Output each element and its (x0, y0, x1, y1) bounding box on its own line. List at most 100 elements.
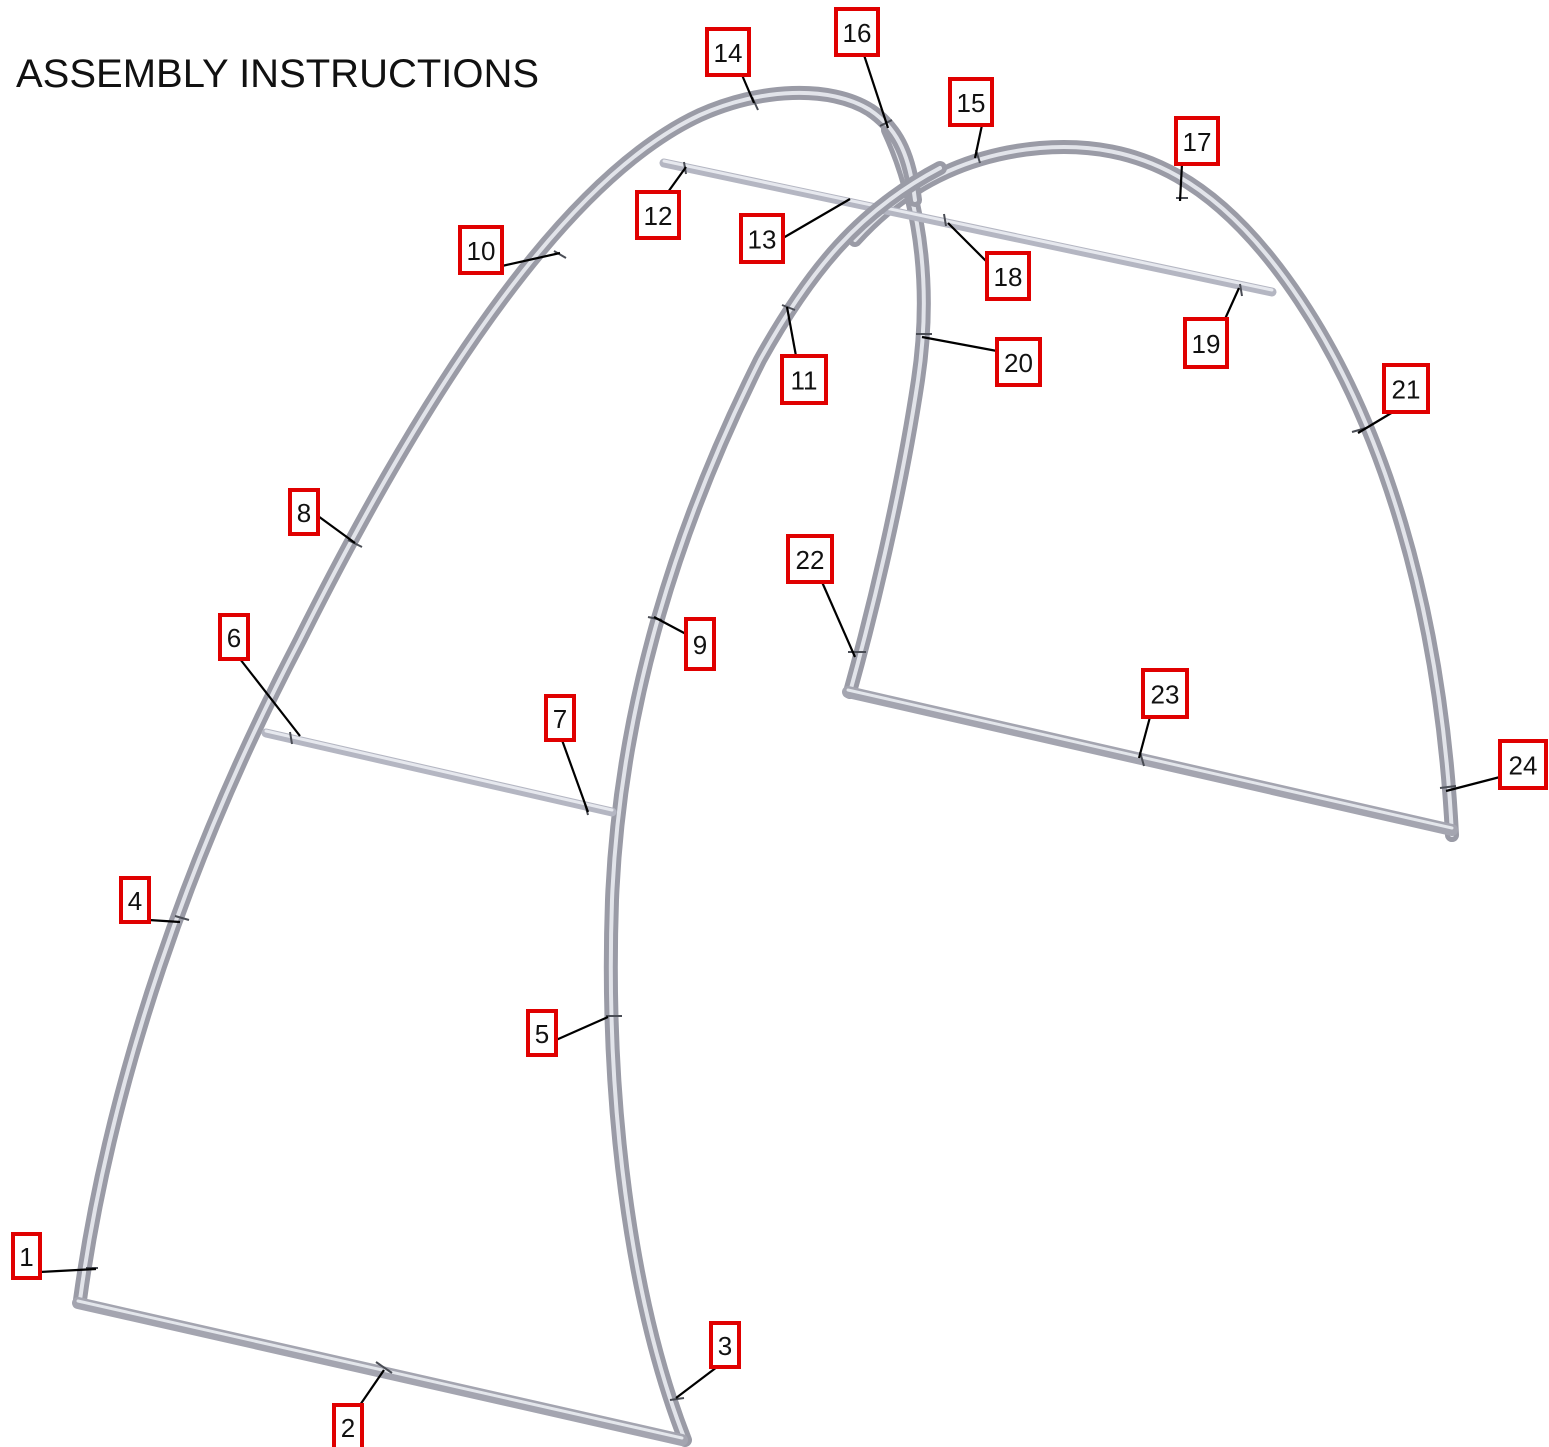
callout-box (1183, 317, 1229, 369)
callout-leader-22 (820, 581, 857, 658)
callout-2: 2 (332, 1403, 364, 1447)
callout-leader-10 (501, 251, 561, 268)
callout-leader-7 (560, 739, 590, 813)
callout-leader-6 (239, 658, 301, 737)
callout-leader-17 (1178, 163, 1184, 202)
joint-mark (669, 1397, 685, 1401)
joint-mark (174, 915, 190, 921)
callout-leader-20 (921, 335, 998, 353)
front-base-rail-highlight (76, 1299, 684, 1440)
middle-arch-highlight (608, 166, 942, 1442)
callout-label: 20 (1004, 348, 1033, 378)
callout-label: 2 (341, 1413, 355, 1443)
callout-leader-15 (973, 124, 984, 159)
callout-box (11, 1232, 42, 1280)
joint-mark (943, 213, 947, 227)
callout-1: 1 (11, 1232, 42, 1280)
callout-24: 24 (1498, 739, 1548, 790)
callout-label: 21 (1392, 375, 1421, 405)
frame-tubes (72, 85, 1459, 1447)
callout-leader-4 (148, 918, 181, 924)
callout-leader-23 (1137, 716, 1152, 759)
callout-13: 13 (739, 213, 785, 264)
front-arch-highlight (78, 90, 917, 1302)
callout-box (218, 613, 250, 661)
lower-cross-rail (261, 728, 617, 817)
callout-leader-8 (317, 515, 356, 544)
callout-leader-1 (39, 1267, 97, 1274)
callout-label: 17 (1183, 127, 1212, 157)
callout-box (458, 225, 504, 275)
callout-box (1141, 668, 1189, 719)
callout-label: 7 (553, 704, 567, 734)
upper-cross-rail-highlight (662, 159, 1274, 292)
middle-arch (603, 161, 947, 1447)
page-title: ASSEMBLY INSTRUCTIONS (16, 52, 540, 96)
back-arch-right-leg (848, 140, 1459, 842)
joint-mark (781, 304, 796, 311)
back-base-rail-highlight (846, 688, 1454, 830)
callout-16: 16 (834, 7, 880, 57)
callout-label: 1 (19, 1242, 33, 1272)
front-base-rail (72, 1297, 688, 1446)
callout-label: 8 (297, 498, 311, 528)
callout-label: 23 (1151, 680, 1180, 710)
joint-mark (553, 250, 567, 259)
callout-21: 21 (1382, 363, 1430, 414)
callout-box (948, 77, 994, 127)
joint-mark (1239, 283, 1243, 297)
callout-box (709, 1321, 741, 1369)
lower-cross-rail-highlight (264, 729, 614, 812)
callout-box (834, 7, 880, 57)
callout-label: 10 (467, 236, 496, 266)
callout-box (288, 488, 320, 536)
callout-label: 3 (718, 1331, 732, 1361)
callout-box (332, 1403, 364, 1447)
callout-7: 7 (544, 694, 576, 742)
callout-label: 9 (693, 630, 707, 660)
callout-box (739, 213, 785, 264)
back-arch-right-leg-highlight (853, 145, 1454, 837)
callout-box (1498, 739, 1548, 790)
callout-leader-14 (740, 74, 756, 104)
callout-box (544, 694, 576, 742)
callout-box (780, 354, 828, 405)
callout-9: 9 (684, 617, 716, 671)
callout-4: 4 (119, 876, 151, 924)
callout-box (1382, 363, 1430, 414)
callout-5: 5 (526, 1009, 558, 1057)
callout-box (684, 617, 716, 671)
callout-box (995, 337, 1042, 387)
callout-14: 14 (705, 27, 751, 77)
callout-label: 4 (128, 886, 142, 916)
callout-leader-13 (782, 198, 851, 239)
callout-label: 19 (1192, 329, 1221, 359)
callout-leader-3 (675, 1366, 718, 1399)
callout-17: 17 (1174, 116, 1220, 166)
callout-leader-24 (1445, 775, 1501, 793)
callout-label: 5 (535, 1019, 549, 1049)
callout-box (985, 251, 1031, 301)
callout-label: 6 (227, 623, 241, 653)
callout-label: 24 (1509, 751, 1538, 781)
back-base-rail (842, 686, 1458, 836)
callout-23: 23 (1141, 668, 1189, 719)
callout-19: 19 (1183, 317, 1229, 369)
callout-leader-12 (667, 166, 687, 193)
callout-label: 13 (748, 225, 777, 255)
callout-leader-9 (653, 616, 687, 635)
callout-12: 12 (635, 190, 681, 240)
callout-box (635, 190, 681, 240)
callout-label: 22 (796, 545, 825, 575)
joint-mark (347, 539, 363, 548)
callout-box (1174, 116, 1220, 166)
callout-leader-21 (1357, 411, 1394, 434)
callout-10: 10 (458, 225, 504, 275)
joint-mark (375, 1361, 393, 1374)
callout-box (786, 534, 834, 584)
callout-label: 14 (714, 38, 743, 68)
callout-15: 15 (948, 77, 994, 127)
joint-mark (1439, 785, 1457, 789)
